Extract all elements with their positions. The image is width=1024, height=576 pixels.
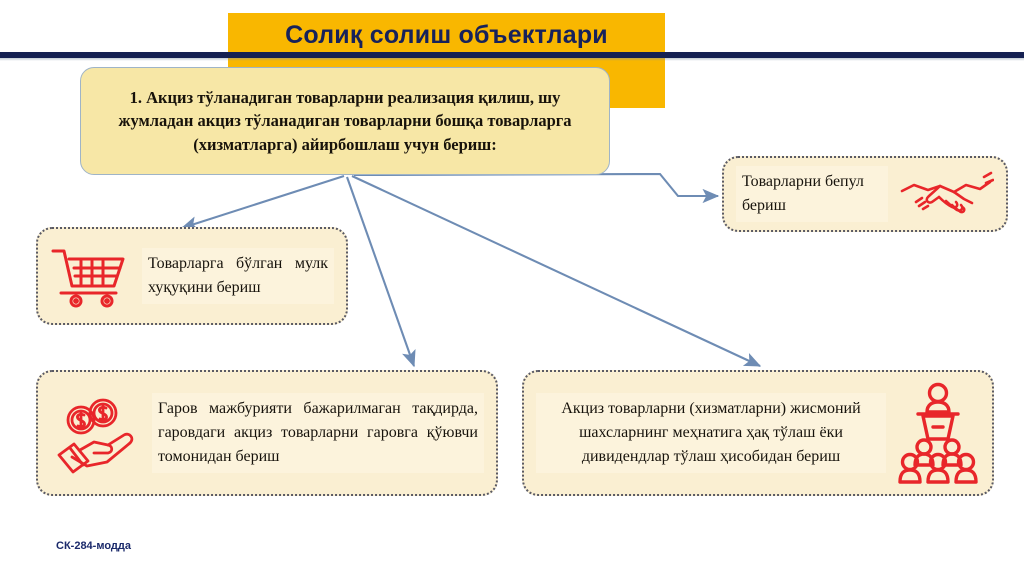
arrow-to-pledge	[346, 176, 416, 368]
card-pledge: Гаров мажбурияти бажарилмаган тақдирда, …	[36, 370, 498, 496]
arrow-to-property-right	[180, 175, 345, 231]
header-rule	[0, 52, 1024, 58]
card-property-right: Товарларга бўлган мулк хуқуқини бериш	[36, 227, 348, 325]
handshake-icon	[898, 168, 994, 220]
main-statement-text: 1. Акциз тўланадиган товарларни реализац…	[118, 87, 572, 154]
page-title: Солиқ солиш объектлари	[285, 20, 608, 49]
main-statement-box: 1. Акциз тўланадиган товарларни реализац…	[80, 67, 610, 175]
card-free-transfer-text: Товарларни бепул бериш	[736, 166, 888, 222]
source-footnote: СК-284-модда	[56, 540, 131, 552]
card-property-right-text: Товарларга бўлган мулк хуқуқини бериш	[142, 248, 334, 304]
presentation-audience-icon	[896, 381, 980, 485]
arrow-to-wages	[351, 175, 762, 367]
hand-coins-icon	[50, 387, 142, 479]
card-pledge-text: Гаров мажбурияти бажарилмаган тақдирда, …	[152, 393, 484, 473]
header-rule-shadow	[0, 58, 1024, 61]
shopping-cart-icon	[50, 243, 132, 309]
arrow-to-free-transfer	[353, 172, 720, 204]
card-wages: Акциз товарларни (хизматларни) жисмоний …	[522, 370, 994, 496]
card-free-transfer: Товарларни бепул бериш	[722, 156, 1008, 232]
card-wages-text: Акциз товарларни (хизматларни) жисмоний …	[536, 393, 886, 473]
